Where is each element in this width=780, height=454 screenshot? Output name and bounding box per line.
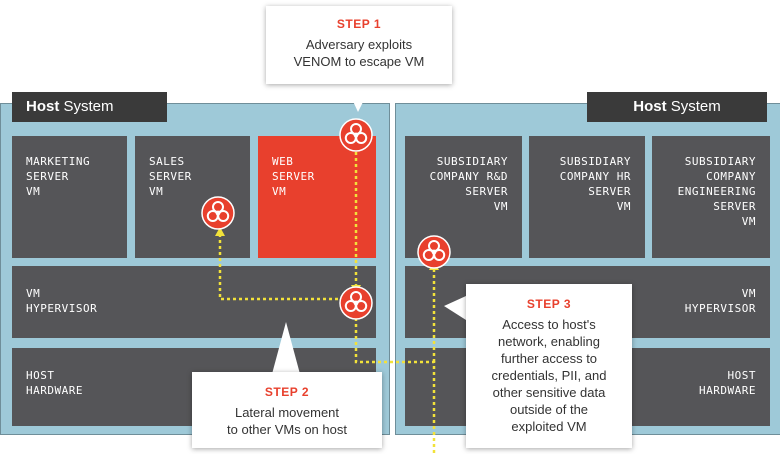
step3-pointer bbox=[444, 296, 466, 320]
biohazard-icon bbox=[201, 196, 235, 230]
step2-callout: STEP 2 Lateral movement to other VMs on … bbox=[192, 372, 382, 448]
step1-label: STEP 1 bbox=[336, 17, 382, 31]
attack-path-lateral bbox=[218, 232, 356, 301]
sales-server-vm: SALES SERVER VM bbox=[135, 136, 250, 258]
right-host-title-rest: System bbox=[666, 98, 721, 115]
left-host-title-bold: Host bbox=[26, 98, 60, 115]
subsidiary-engineering-server-vm: SUBSIDIARY COMPANY ENGINEERING SERVER VM bbox=[652, 136, 770, 258]
attack-path-lateral-arrow bbox=[215, 227, 225, 236]
biohazard-icon bbox=[417, 235, 451, 269]
left-host-title: Host System bbox=[12, 92, 167, 122]
subsidiary-rd-server-vm: SUBSIDIARY COMPANY R&D SERVER VM bbox=[405, 136, 522, 258]
step3-callout: STEP 3 Access to host's network, enablin… bbox=[466, 284, 632, 448]
biohazard-icon bbox=[339, 286, 373, 320]
marketing-server-vm: MARKETING SERVER VM bbox=[12, 136, 127, 258]
step3-label: STEP 3 bbox=[526, 297, 572, 311]
step1-callout: STEP 1 Adversary exploits VENOM to escap… bbox=[266, 6, 452, 84]
biohazard-icon bbox=[339, 118, 373, 152]
step2-label: STEP 2 bbox=[264, 385, 310, 399]
step1-pointer bbox=[345, 84, 372, 112]
left-vm-hypervisor: VM HYPERVISOR bbox=[12, 266, 376, 338]
step2-pointer bbox=[272, 322, 300, 374]
right-host-title: Host System bbox=[587, 92, 767, 122]
left-host-title-rest: System bbox=[59, 98, 114, 115]
step1-description: Adversary exploits VENOM to escape VM bbox=[293, 37, 425, 69]
attack-path-network bbox=[354, 306, 436, 454]
step3-description: Access to host's network, enabling furth… bbox=[491, 317, 607, 434]
subsidiary-hr-server-vm: SUBSIDIARY COMPANY HR SERVER VM bbox=[529, 136, 645, 258]
step2-description: Lateral movement to other VMs on host bbox=[227, 405, 347, 437]
right-host-title-bold: Host bbox=[633, 98, 667, 115]
